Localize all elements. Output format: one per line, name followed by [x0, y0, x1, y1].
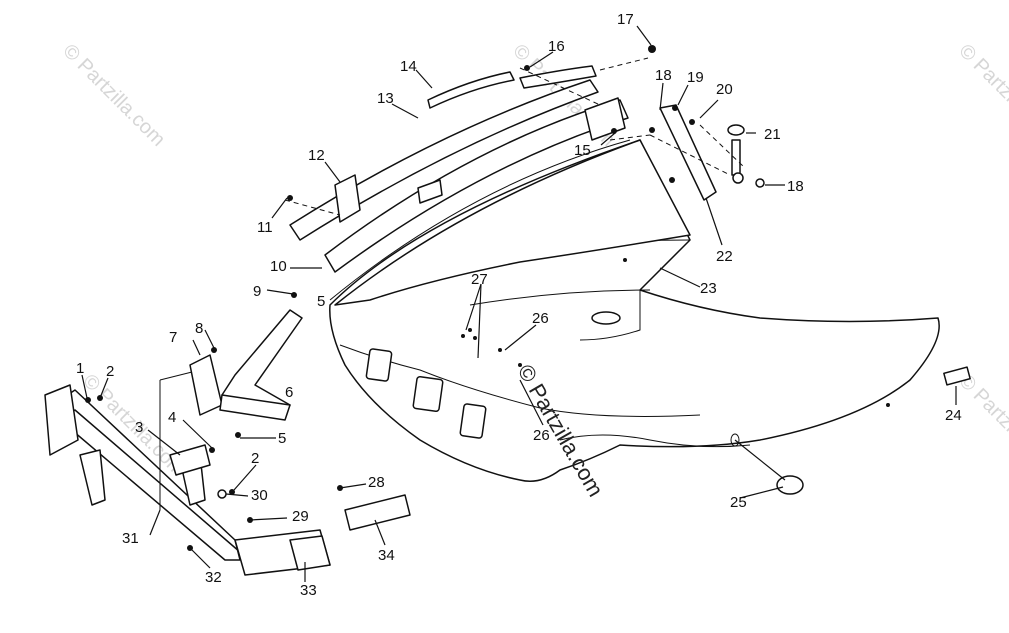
- callout-26b: 26: [533, 427, 550, 444]
- callout-1: 1: [76, 360, 84, 377]
- callout-18b: 18: [787, 178, 804, 195]
- watermark-right: © Partzilla.com: [954, 40, 1009, 151]
- callout-2: 2: [106, 363, 114, 380]
- hood-vent-3: [459, 403, 487, 439]
- callout-11: 11: [257, 219, 273, 236]
- callout-27: 27: [471, 271, 488, 288]
- fasteners: [85, 45, 695, 551]
- callout-20: 20: [716, 81, 733, 98]
- callout-34: 34: [378, 547, 395, 564]
- callout-18: 18: [655, 67, 672, 84]
- callout-14: 14: [400, 58, 417, 75]
- callout-5b: 5: [317, 293, 325, 310]
- upper-trim: [289, 65, 631, 301]
- callout-22: 22: [716, 248, 733, 265]
- callout-23: 23: [700, 280, 717, 297]
- callout-24: 24: [945, 407, 962, 424]
- callout-4: 4: [168, 409, 176, 426]
- callout-16: 16: [548, 38, 565, 55]
- callout-7: 7: [169, 329, 177, 346]
- cap-25: [776, 475, 804, 495]
- callout-6: 6: [285, 384, 293, 401]
- callout-31: 31: [122, 530, 139, 547]
- callout-28: 28: [368, 474, 385, 491]
- callout-17: 17: [617, 11, 634, 28]
- callout-13: 13: [377, 90, 394, 107]
- callout-15: 15: [574, 142, 591, 159]
- hood-vent-2: [412, 375, 444, 413]
- callout-32: 32: [205, 569, 222, 586]
- callout-labels: 1 2 3 4 5 6 7 8 9 10 11 12 13 14 15 16 1…: [76, 11, 962, 599]
- leader-lines: [81, 25, 957, 582]
- bracket-22: [659, 104, 717, 201]
- windshield: [334, 139, 691, 306]
- callout-2b: 2: [251, 450, 259, 467]
- front-bumper: [44, 369, 331, 576]
- callout-19: 19: [687, 69, 704, 86]
- bracket-7: [189, 354, 223, 416]
- callout-25: 25: [730, 494, 747, 511]
- callout-3: 3: [135, 419, 143, 436]
- watermark-lower-right: © Partzilla.com: [954, 370, 1009, 481]
- callout-10: 10: [270, 258, 287, 275]
- lens-24: [943, 366, 971, 386]
- bracket-34: [344, 494, 411, 531]
- hood-vent-1: [365, 348, 393, 382]
- callout-5: 5: [278, 430, 286, 447]
- callout-12: 12: [308, 147, 325, 164]
- watermark-left: © Partzilla.com: [58, 40, 169, 151]
- callout-26: 26: [532, 310, 549, 327]
- callout-9: 9: [253, 283, 261, 300]
- callout-33: 33: [300, 582, 317, 599]
- bracket-6b: [219, 394, 291, 421]
- callout-8: 8: [195, 320, 203, 337]
- callout-29: 29: [292, 508, 309, 525]
- callout-30: 30: [251, 487, 268, 504]
- hood-strap: [727, 124, 765, 188]
- callout-21: 21: [764, 126, 781, 143]
- alignment-lines: [284, 57, 746, 216]
